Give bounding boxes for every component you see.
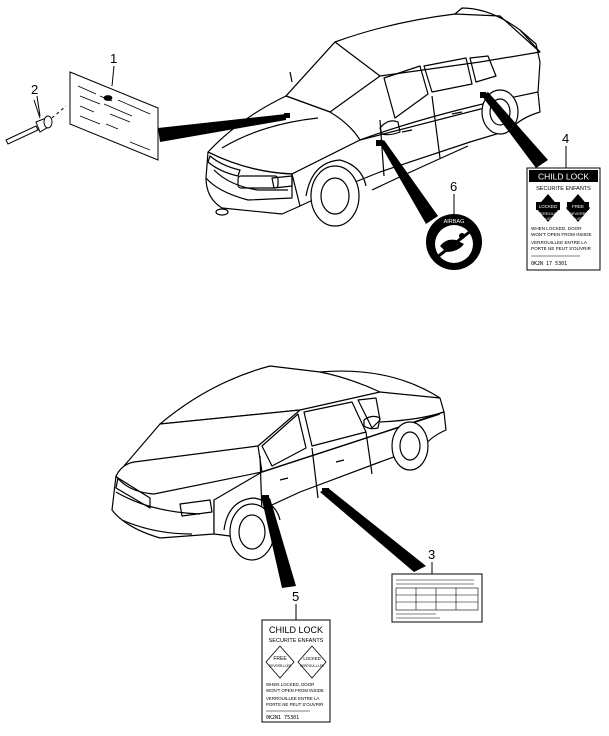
label-5-subheader: SECURITE ENFANTS <box>269 638 324 644</box>
label-4-header: CHILD LOCK <box>538 172 589 182</box>
label-6-text: AIRBAG <box>444 219 465 225</box>
rivet-item-2 <box>5 99 67 145</box>
label-1-plate <box>69 71 159 161</box>
callout-leaders <box>36 65 567 620</box>
label-5-right-tag: LOCKED <box>303 656 320 661</box>
label-5-left-tag: FREE <box>273 656 287 662</box>
callout-5: 5 <box>292 589 299 604</box>
label-6-airbag: AIRBAG <box>426 214 482 270</box>
label-4-subheader: SECURITE ENFANTS <box>536 186 591 192</box>
callout-3: 3 <box>428 547 435 562</box>
label-5-line3: VERROUILLEE ENTRE LA <box>266 696 320 701</box>
label-4-right-sub2: LLEE <box>573 216 583 221</box>
label-5-right-sub: VERROUL-LLEE <box>300 664 324 668</box>
label-5-line1: WHEN LOCKED, DOOR <box>266 682 314 687</box>
label-4-left-sub1: VERROUL- <box>538 211 559 216</box>
label-4-right-tag: FREE <box>572 204 584 209</box>
label-4-right-sub1: DEVERR- <box>569 211 588 216</box>
label-5-part-number: 0K2N1 75301 <box>266 715 299 721</box>
label-4-line4: PORTE NE PEUT S'OUVRIR <box>531 246 592 251</box>
label-5-child-lock: CHILD LOCK SECURITE ENFANTS FREE LOCKED … <box>261 619 331 723</box>
callout-2: 2 <box>31 82 38 97</box>
label-5-line4: PORTE NE PEUT S'OUVRIR <box>266 702 323 707</box>
leader-wedges-top <box>158 92 548 224</box>
label-3-tire-info <box>391 573 483 623</box>
label-4-child-lock: CHILD LOCK SECURITE ENFANTS LOCKED FREE … <box>526 167 601 271</box>
label-4-line1: WHEN LOCKED, DOOR <box>531 226 582 231</box>
label-4-left-tag: LOCKED <box>539 204 558 209</box>
label-5-header: CHILD LOCK <box>269 625 323 635</box>
small-marks-bottom <box>262 488 329 501</box>
label-5-line2: WON'T OPEN FROM INSIDE <box>266 688 324 693</box>
callout-6: 6 <box>450 179 457 194</box>
label-4-part-number: 0K2N 17 5301 <box>531 261 567 267</box>
label-4-left-sub2: LLEE <box>543 216 553 221</box>
label-4-line3: VERROUILLEE ENTRE LA <box>531 240 588 245</box>
callout-1: 1 <box>110 51 117 66</box>
label-4-line2: WON'T OPEN FROM INSIDE <box>531 232 592 237</box>
leader-wedges-bottom <box>262 488 426 588</box>
small-marks-top <box>284 92 486 146</box>
callout-4: 4 <box>562 131 569 146</box>
car-front-view <box>205 7 541 227</box>
label-5-left-sub: DEVERR-LLEE <box>269 664 291 668</box>
car-rear-view <box>111 365 447 561</box>
